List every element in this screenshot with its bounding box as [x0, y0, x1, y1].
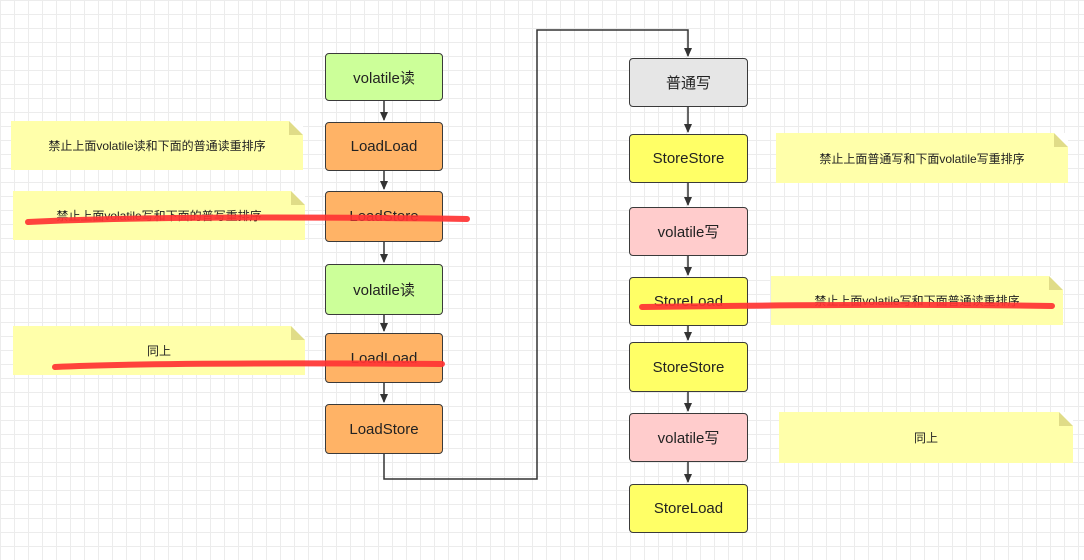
node-loadstore-2[interactable]: LoadStore [325, 404, 443, 454]
node-label: StoreLoad [653, 293, 724, 310]
node-label: StoreLoad [653, 500, 724, 517]
node-volatile-write-2[interactable]: volatile写 [629, 413, 748, 462]
note-fold-icon [1059, 412, 1073, 426]
node-label: LoadLoad [350, 349, 418, 367]
node-volatile-read-1[interactable]: volatile读 [325, 53, 443, 101]
note-text: 禁止上面普通写和下面volatile写重排序 [819, 151, 1025, 166]
node-label: LoadLoad [350, 138, 418, 155]
note-text: 同上 [913, 431, 938, 445]
note-fold-icon [291, 326, 305, 340]
node-label: StoreStore [652, 150, 725, 167]
node-label: volatile写 [657, 430, 720, 447]
node-storestore-2[interactable]: StoreStore [629, 342, 748, 392]
node-volatile-read-2[interactable]: volatile读 [325, 264, 443, 315]
note-text: 禁止上面volatile读和下面的普通读重排序 [48, 139, 266, 153]
node-label: LoadStore [349, 420, 419, 438]
node-volatile-write-1[interactable]: volatile写 [629, 207, 748, 256]
node-storestore-1[interactable]: StoreStore [629, 134, 748, 183]
node-loadstore-1[interactable]: LoadStore [325, 191, 443, 242]
node-normal-write[interactable]: 普通写 [629, 58, 748, 107]
note-loadstore[interactable]: 禁止上面volatile写和下面的普写重排序 [13, 191, 305, 240]
node-storeload-2[interactable]: StoreLoad [629, 484, 748, 533]
node-label: 普通写 [665, 75, 711, 92]
note-storestore[interactable]: 禁止上面普通写和下面volatile写重排序 [776, 133, 1068, 183]
node-loadload-1[interactable]: LoadLoad [325, 122, 443, 171]
note-same-left[interactable]: 同上 [13, 326, 305, 375]
note-same-right[interactable]: 同上 [779, 412, 1073, 463]
note-storeload[interactable]: 禁止上面volatile写和下面普通读重排序 [771, 276, 1063, 325]
note-fold-icon [1049, 276, 1063, 290]
note-fold-icon [291, 191, 305, 205]
note-text: 同上 [146, 344, 171, 358]
note-loadload[interactable]: 禁止上面volatile读和下面的普通读重排序 [11, 121, 303, 170]
node-loadload-2[interactable]: LoadLoad [325, 333, 443, 383]
arrow-left-to-right [383, 29, 692, 480]
node-storeload-1[interactable]: StoreLoad [629, 277, 748, 326]
note-text: 禁止上面volatile写和下面的普写重排序 [56, 209, 262, 223]
note-fold-icon [289, 121, 303, 135]
note-text: 禁止上面volatile写和下面普通读重排序 [814, 294, 1020, 308]
node-label: volatile读 [353, 282, 415, 299]
node-label: StoreStore [652, 358, 725, 376]
node-label: volatile写 [657, 224, 720, 241]
node-label: volatile读 [353, 69, 415, 87]
note-fold-icon [1054, 133, 1068, 147]
node-label: LoadStore [349, 208, 419, 225]
